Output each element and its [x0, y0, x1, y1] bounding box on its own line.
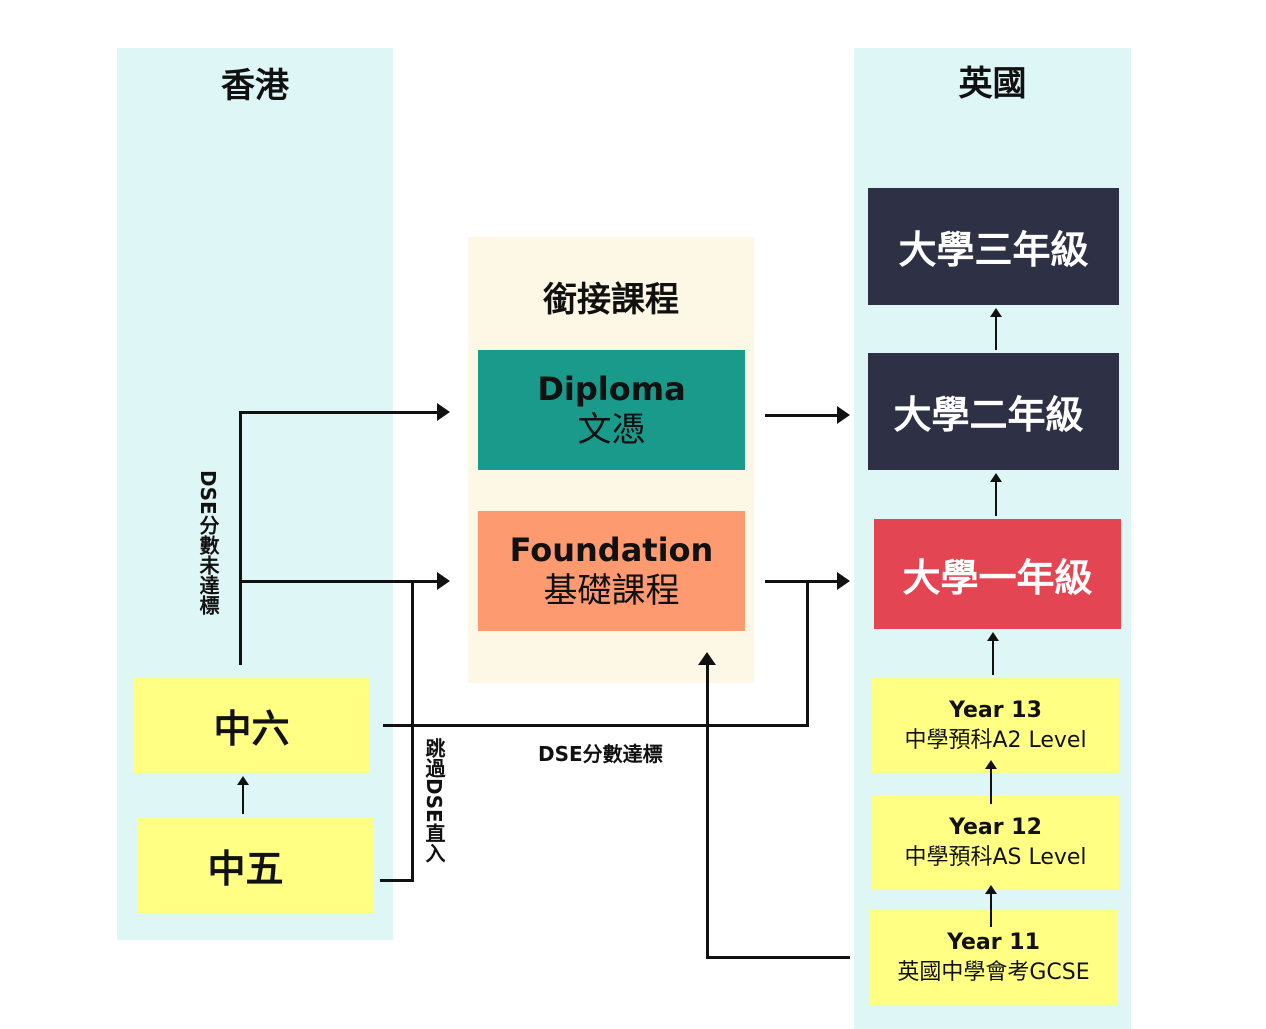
- arrow-year13-year1-line: [992, 640, 994, 675]
- uni-year3-box[interactable]: 大學三年級: [868, 188, 1119, 305]
- form5-box[interactable]: 中五: [137, 818, 374, 913]
- arrow-form5-form6-line: [242, 784, 244, 814]
- year11-to-foundation-horizontal-line: [706, 956, 850, 959]
- arrow-year13-year1-head: [987, 632, 999, 641]
- skip-dse-horizontal-line: [380, 879, 413, 882]
- arrow-year2-year3-line: [995, 316, 997, 350]
- year11-to-foundation-arrowhead: [698, 652, 716, 665]
- arrow-year11-year12-head: [985, 885, 997, 894]
- year12-title: Year 12: [949, 814, 1042, 840]
- dse-fail-label: DSE分數未達標: [196, 470, 220, 615]
- to-diploma-arrowhead: [437, 403, 450, 421]
- foundation-box[interactable]: Foundation 基礎課程: [478, 511, 745, 631]
- year11-to-foundation-vertical-line: [706, 665, 709, 959]
- dse-pass-horizontal-line: [383, 724, 809, 727]
- arrow-year12-year13-head: [985, 760, 997, 769]
- arrow-year12-year13-line: [990, 768, 992, 804]
- diploma-box[interactable]: Diploma 文憑: [478, 350, 745, 470]
- dse-pass-label: DSE分數達標: [538, 742, 663, 766]
- foundation-to-year1-line: [765, 580, 837, 583]
- year11-sub: 英國中學會考GCSE: [897, 959, 1090, 985]
- year11-box[interactable]: Year 11 英國中學會考GCSE: [870, 910, 1117, 1005]
- foundation-sub-label: 基礎課程: [543, 571, 680, 611]
- hong-kong-title: 香港: [221, 66, 289, 106]
- arrow-form5-form6-head: [237, 776, 249, 785]
- to-foundation-line: [239, 580, 437, 583]
- foundation-label: Foundation: [509, 531, 714, 569]
- to-foundation-arrowhead: [437, 572, 450, 590]
- diploma-to-year2-arrowhead: [837, 406, 850, 424]
- uk-title: 英國: [958, 64, 1027, 104]
- to-diploma-line: [239, 411, 437, 414]
- foundation-to-year1-arrowhead: [837, 572, 850, 590]
- diploma-sub-label: 文憑: [577, 410, 646, 450]
- year13-box[interactable]: Year 13 中學預科A2 Level: [872, 678, 1119, 773]
- form6-box[interactable]: 中六: [133, 678, 370, 773]
- uni-year1-box[interactable]: 大學一年級: [874, 519, 1121, 629]
- skip-dse-label: 跳過DSE直入: [422, 738, 446, 863]
- year13-sub: 中學預科A2 Level: [904, 727, 1087, 753]
- arrow-year2-year3-head: [990, 308, 1002, 317]
- year13-title: Year 13: [949, 697, 1042, 723]
- skip-dse-vertical-line: [411, 581, 414, 882]
- uni-year2-box[interactable]: 大學二年級: [868, 353, 1119, 470]
- year11-title: Year 11: [947, 929, 1040, 955]
- dse-pass-vertical-line: [806, 580, 809, 727]
- arrow-year11-year12-line: [990, 893, 992, 927]
- form6-trunk-line: [239, 412, 242, 665]
- diploma-label: Diploma: [537, 370, 686, 408]
- bridging-title: 銜接課程: [543, 280, 679, 320]
- year12-sub: 中學預科AS Level: [904, 844, 1087, 870]
- hong-kong-panel: [117, 48, 393, 940]
- arrow-year1-year2-line: [995, 481, 997, 516]
- year12-box[interactable]: Year 12 中學預科AS Level: [872, 795, 1119, 890]
- diploma-to-year2-line: [765, 414, 837, 417]
- arrow-year1-year2-head: [990, 473, 1002, 482]
